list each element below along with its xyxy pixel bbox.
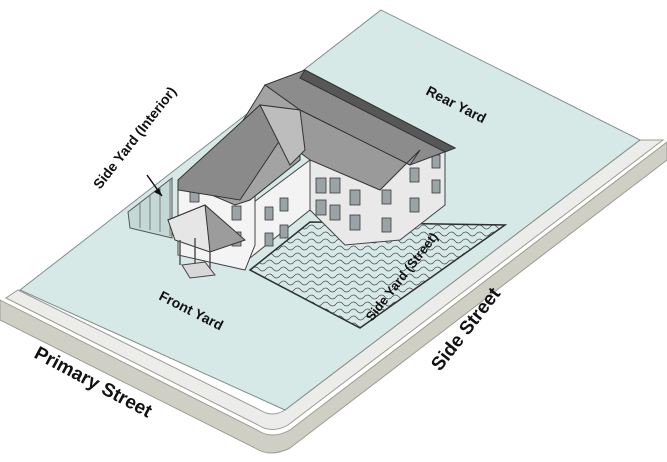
side-yard-interior-arrow xyxy=(146,174,163,197)
house-roof-main-dark xyxy=(299,69,457,153)
house xyxy=(166,69,457,279)
porch-steps xyxy=(181,261,216,279)
side-yard-interior-label: Side Yard (Interior) xyxy=(90,83,180,191)
side-yard-street-area xyxy=(248,221,508,329)
house-roof-left-wing xyxy=(177,104,301,201)
house-roof-left-wing-gable xyxy=(259,104,306,166)
